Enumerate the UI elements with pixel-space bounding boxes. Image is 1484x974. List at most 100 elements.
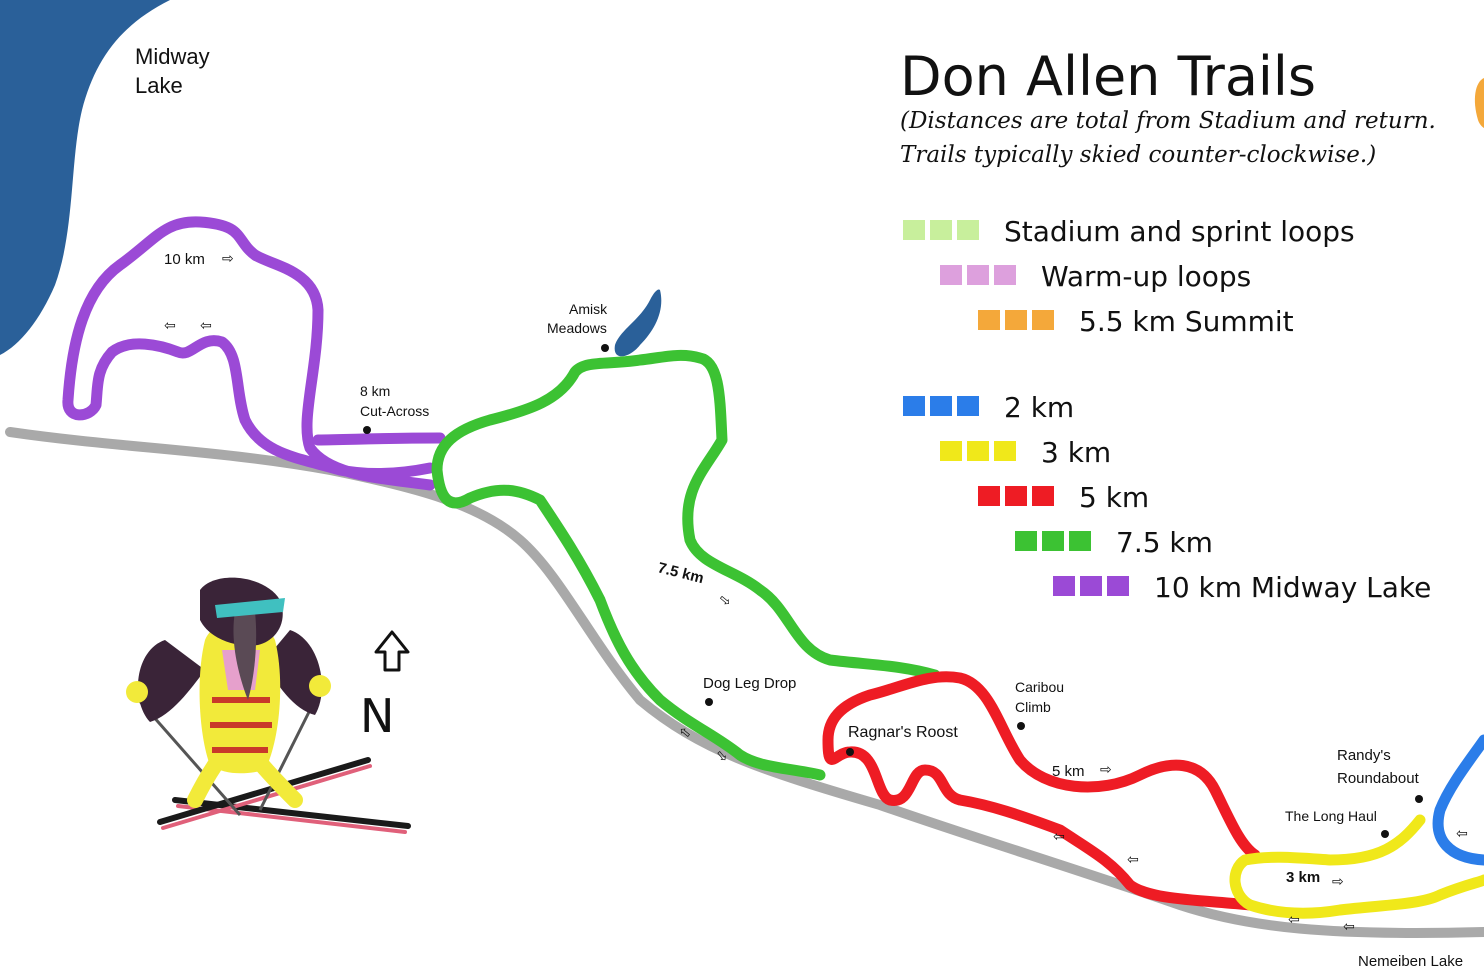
legend-swatch-square (1015, 531, 1037, 551)
midway-lake-label-line2: Lake (135, 73, 183, 98)
legend-swatch-square (957, 396, 979, 416)
legend-swatch-square (967, 441, 989, 461)
place-midway-lake: Midway Lake (135, 44, 210, 98)
amisk-label-line1: Amisk (569, 301, 608, 317)
direction-arrow-icon: ⇦ (164, 318, 176, 334)
direction-arrow-icon: ⇨ (715, 591, 734, 611)
legend-label: 10 km Midway Lake (1154, 571, 1431, 604)
legend-swatch-square (994, 441, 1016, 461)
legend-swatch (978, 310, 1054, 330)
place-ragnars-roost: Ragnar's Roost (846, 724, 958, 756)
place-cut-across: 8 km Cut-Across (360, 383, 429, 434)
direction-arrow-icon: ⇦ (1343, 919, 1355, 935)
legend-swatch-square (1032, 310, 1054, 330)
legend-label: 3 km (1041, 436, 1111, 469)
legend-swatch (940, 441, 1016, 461)
amisk-label-line2: Meadows (547, 320, 607, 336)
trail-3km (1229, 814, 1484, 919)
caribou-label-line2: Climb (1015, 699, 1051, 715)
direction-arrow-icon: ⇦ (1127, 852, 1139, 868)
direction-arrow-icon: ⇨ (1100, 762, 1112, 778)
direction-arrow-icon: ⇦ (1456, 826, 1468, 842)
place-long-haul: The Long Haul (1285, 808, 1389, 838)
legend-label: Warm-up loops (1041, 260, 1251, 293)
legend-swatch-square (978, 310, 1000, 330)
place-amisk-meadows: Amisk Meadows (547, 301, 609, 352)
legend-label: 5.5 km Summit (1079, 305, 1294, 338)
trail-label-5km: 5 km (1052, 763, 1085, 780)
legend-swatch-square (930, 396, 952, 416)
legend-swatch-square (1080, 576, 1102, 596)
north-arrow-icon: N (360, 630, 410, 743)
legend-swatch (940, 265, 1016, 285)
legend-swatch-square (1107, 576, 1129, 596)
map-title: Don Allen Trails (900, 45, 1316, 108)
legend-swatch-square (967, 265, 989, 285)
direction-arrow-icon: ⇦ (1053, 829, 1065, 845)
legend-swatch-square (1005, 486, 1027, 506)
nemeiben-label: Nemeiben Lake (1358, 953, 1463, 970)
legend-swatch-square (940, 441, 962, 461)
cut-across-label-line1: 8 km (360, 383, 390, 399)
legend-swatch-square (903, 396, 925, 416)
legend-swatch-square (1042, 531, 1064, 551)
ragnars-roost-marker (846, 748, 854, 756)
trail-8km-cutacross (312, 432, 446, 446)
direction-arrow-icon: ⇨ (1332, 874, 1344, 890)
legend-swatch-square (1005, 310, 1027, 330)
dog-leg-drop-label: Dog Leg Drop (703, 675, 796, 692)
compass-label: N (360, 689, 394, 743)
map-subtitle-line2: Trails typically skied counter-clockwise… (900, 142, 1376, 168)
place-dog-leg-drop: Dog Leg Drop (703, 675, 796, 706)
place-randys-roundabout: Randy's Roundabout (1337, 747, 1423, 803)
map-subtitle-line1: (Distances are total from Stadium and re… (900, 108, 1436, 134)
ragnars-roost-label: Ragnar's Roost (848, 724, 958, 741)
legend-swatch (903, 396, 979, 416)
legend-swatch-square (994, 265, 1016, 285)
trail-2km (1432, 734, 1484, 866)
legend-swatch-square (978, 486, 1000, 506)
legend-swatch (978, 486, 1054, 506)
direction-arrow-icon: ⇦ (200, 318, 212, 334)
cut-across-label-line2: Cut-Across (360, 403, 429, 419)
legend-swatch-square (1053, 576, 1075, 596)
legend-label: 7.5 km (1116, 526, 1213, 559)
caribou-marker (1017, 722, 1025, 730)
randys-label-line2: Roundabout (1337, 770, 1420, 787)
direction-arrow-icon: ⇦ (1288, 912, 1300, 928)
direction-arrow-icon: ⇨ (222, 251, 234, 267)
dog-leg-drop-marker (705, 698, 713, 706)
place-caribou-climb: Caribou Climb (1015, 679, 1064, 730)
trail-label-3km: 3 km (1286, 869, 1320, 886)
trail-10km (62, 216, 436, 491)
long-haul-label: The Long Haul (1285, 808, 1377, 824)
long-haul-marker (1381, 830, 1389, 838)
legend-swatch-square (940, 265, 962, 285)
trail-summit-edge (1474, 78, 1484, 128)
randys-marker (1415, 795, 1423, 803)
legend-swatch (1053, 576, 1129, 596)
cut-across-marker (363, 426, 371, 434)
legend-swatch-square (957, 220, 979, 240)
trail-label-7-5km: 7.5 km (656, 559, 705, 587)
legend-swatch-square (1032, 486, 1054, 506)
midway-lake (0, 0, 170, 355)
amisk-marker (601, 344, 609, 352)
randys-label-line1: Randy's (1337, 747, 1391, 764)
legend-swatch-square (1069, 531, 1091, 551)
legend-swatch (903, 220, 979, 240)
legend-swatch-square (903, 220, 925, 240)
caribou-label-line1: Caribou (1015, 679, 1064, 695)
trail-5km (822, 671, 1261, 911)
trail-7-5km (431, 349, 941, 781)
legend-swatch (1015, 531, 1091, 551)
skier-mascot-icon (126, 577, 411, 834)
midway-lake-label-line1: Midway (135, 44, 210, 69)
legend-label: 2 km (1004, 391, 1074, 424)
amisk-pond (614, 289, 662, 357)
legend-label: Stadium and sprint loops (1004, 215, 1355, 248)
legend-swatch-square (930, 220, 952, 240)
trail-label-10km: 10 km (164, 251, 205, 268)
